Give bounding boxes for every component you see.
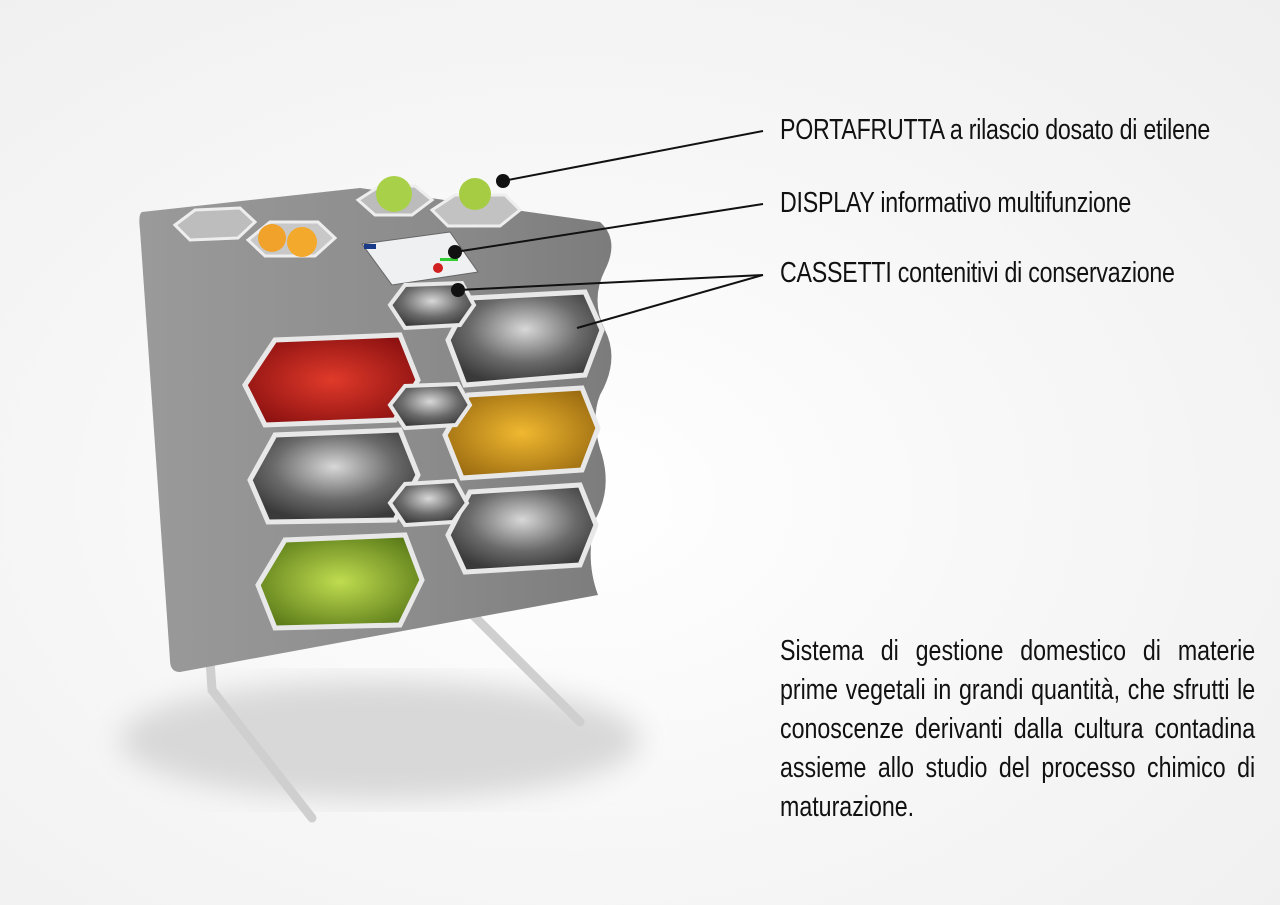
drawers	[242, 280, 605, 631]
annotation-portafrutta: PORTAFRUTTA a rilascio dosato di etilene	[780, 114, 1211, 146]
floor-shadow	[120, 680, 640, 800]
annotation-display: DISPLAY informativo multifunzione	[780, 187, 1131, 219]
description-paragraph: Sistema di gestione domestico di materie…	[780, 635, 1256, 823]
info-display	[361, 231, 479, 286]
leader-dots	[448, 174, 510, 297]
annotation-cassetti: CASSETTI contenitivi di conservazione	[780, 257, 1175, 289]
leader-lines	[454, 130, 764, 329]
fruit-bowls	[172, 176, 523, 258]
